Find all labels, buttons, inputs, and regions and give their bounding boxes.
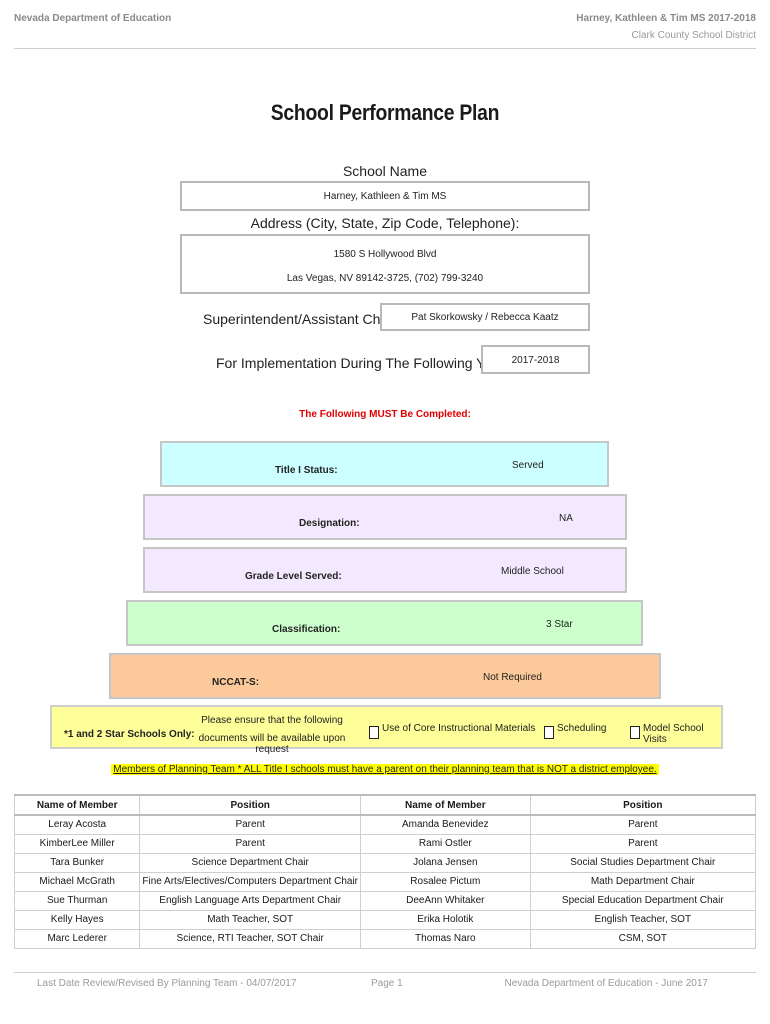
col-header-position-2: Position bbox=[529, 794, 757, 816]
member-name: Amanda Benevidez bbox=[360, 814, 531, 835]
superintendent-value: Pat Skorkowsky / Rebecca Kaatz bbox=[411, 312, 559, 323]
member-name: DeeAnn Whitaker bbox=[360, 890, 531, 911]
tier-title-i-label: Title I Status: bbox=[275, 465, 338, 476]
star-schools-box: *1 and 2 Star Schools Only: Please ensur… bbox=[50, 705, 723, 755]
must-complete-notice: The Following MUST Be Completed: bbox=[299, 409, 471, 420]
school-name-label: School Name bbox=[342, 163, 428, 179]
tier-designation: Designation: NA bbox=[143, 494, 627, 540]
table-row: Leray Acosta Parent Amanda Benevidez Par… bbox=[13, 814, 757, 835]
member-position: Special Education Department Chair bbox=[529, 890, 757, 911]
header-rule bbox=[14, 48, 756, 49]
members-note-text: Members of Planning Team * ALL Title I s… bbox=[111, 764, 659, 775]
member-name: Leray Acosta bbox=[13, 814, 141, 835]
scheduling-checkbox[interactable] bbox=[544, 726, 554, 739]
core-materials-checkbox[interactable] bbox=[369, 726, 379, 739]
member-position: CSM, SOT bbox=[529, 928, 757, 949]
superintendent-field: Pat Skorkowsky / Rebecca Kaatz bbox=[380, 303, 590, 331]
member-name: Erika Holotik bbox=[360, 909, 531, 930]
header-right-title: Harney, Kathleen & Tim MS 2017-2018 bbox=[576, 13, 756, 24]
member-name: Michael McGrath bbox=[13, 871, 141, 892]
member-position: Math Teacher, SOT bbox=[139, 909, 362, 930]
table-row: Michael McGrath Fine Arts/Electives/Comp… bbox=[13, 871, 757, 892]
member-name: Sue Thurman bbox=[13, 890, 141, 911]
member-position: Parent bbox=[529, 833, 757, 854]
core-materials-label: Use of Core Instructional Materials bbox=[382, 723, 536, 734]
member-position: Parent bbox=[529, 814, 757, 835]
col-header-name-1: Name of Member bbox=[13, 794, 141, 816]
tier-title-i: Title I Status: Served bbox=[160, 441, 609, 487]
member-position: Science Department Chair bbox=[139, 852, 362, 873]
scheduling-label: Scheduling bbox=[557, 723, 607, 734]
implementation-field: 2017-2018 bbox=[481, 345, 590, 374]
member-name: KimberLee Miller bbox=[13, 833, 141, 854]
tier-grade-level-label: Grade Level Served: bbox=[245, 571, 342, 582]
members-note: Members of Planning Team * ALL Title I s… bbox=[0, 764, 770, 775]
tier-nccat: NCCAT-S: Not Required bbox=[109, 653, 661, 699]
implementation-label: For Implementation During The Following … bbox=[216, 355, 516, 371]
address-line1: 1580 S Hollywood Blvd bbox=[333, 249, 437, 260]
table-row: Sue Thurman English Language Arts Depart… bbox=[13, 890, 757, 911]
member-position: English Teacher, SOT bbox=[529, 909, 757, 930]
page-title: School Performance Plan bbox=[270, 100, 500, 125]
planning-team-table: Name of Member Position Name of Member P… bbox=[13, 794, 757, 949]
table-header-row: Name of Member Position Name of Member P… bbox=[13, 794, 757, 816]
member-name: Jolana Jensen bbox=[360, 852, 531, 873]
tier-grade-level-value: Middle School bbox=[501, 566, 564, 577]
member-position: Parent bbox=[139, 833, 362, 854]
model-school-visits-label: Model School Visits bbox=[643, 723, 704, 745]
header-right-sub: Clark County School District bbox=[631, 30, 756, 41]
model-school-visits-checkbox[interactable] bbox=[630, 726, 640, 739]
member-name: Thomas Naro bbox=[360, 928, 531, 949]
table-row: Marc Lederer Science, RTI Teacher, SOT C… bbox=[13, 928, 757, 949]
tier-nccat-value: Not Required bbox=[483, 672, 542, 683]
implementation-value: 2017-2018 bbox=[511, 355, 560, 366]
member-name: Tara Bunker bbox=[13, 852, 141, 873]
star-schools-note-line1: Please ensure that the following bbox=[201, 715, 343, 726]
tier-designation-value: NA bbox=[559, 513, 573, 524]
member-position: Social Studies Department Chair bbox=[529, 852, 757, 873]
footer-left: Last Date Review/Revised By Planning Tea… bbox=[37, 978, 297, 989]
member-position: Math Department Chair bbox=[529, 871, 757, 892]
tier-nccat-label: NCCAT-S: bbox=[212, 677, 260, 688]
tier-title-i-value: Served bbox=[512, 460, 544, 471]
header-left: Nevada Department of Education bbox=[14, 13, 172, 24]
table-row: Kelly Hayes Math Teacher, SOT Erika Holo… bbox=[13, 909, 757, 930]
member-position: Parent bbox=[139, 814, 362, 835]
superintendent-label: Superintendent/Assistant Chief: bbox=[203, 311, 400, 327]
address-label: Address (City, State, Zip Code, Telephon… bbox=[250, 215, 520, 231]
member-name: Marc Lederer bbox=[13, 928, 141, 949]
address-line2: Las Vegas, NV 89142-3725, (702) 799-3240 bbox=[286, 273, 484, 284]
school-name-value: Harney, Kathleen & Tim MS bbox=[323, 191, 447, 202]
member-name: Rami Ostler bbox=[360, 833, 531, 854]
member-position: Science, RTI Teacher, SOT Chair bbox=[139, 928, 362, 949]
table-row: KimberLee Miller Parent Rami Ostler Pare… bbox=[13, 833, 757, 854]
address-field: 1580 S Hollywood Blvd Las Vegas, NV 8914… bbox=[180, 234, 590, 294]
footer-rule bbox=[14, 972, 756, 973]
footer-page-number: Page 1 bbox=[371, 978, 403, 989]
member-position: English Language Arts Department Chair bbox=[139, 890, 362, 911]
star-schools-note-line2: documents will be available upon request bbox=[198, 733, 346, 755]
col-header-name-2: Name of Member bbox=[360, 794, 531, 816]
tier-classification-label: Classification: bbox=[272, 624, 341, 635]
school-name-field: Harney, Kathleen & Tim MS bbox=[180, 181, 590, 211]
col-header-position-1: Position bbox=[139, 794, 362, 816]
tier-grade-level: Grade Level Served: Middle School bbox=[143, 547, 627, 593]
table-row: Tara Bunker Science Department Chair Jol… bbox=[13, 852, 757, 873]
member-position: Fine Arts/Electives/Computers Department… bbox=[139, 871, 362, 892]
footer-right: Nevada Department of Education - June 20… bbox=[504, 978, 708, 989]
star-schools-label: *1 and 2 Star Schools Only: bbox=[64, 729, 195, 740]
tier-designation-label: Designation: bbox=[299, 518, 360, 529]
tier-classification-value: 3 Star bbox=[546, 619, 573, 630]
member-name: Kelly Hayes bbox=[13, 909, 141, 930]
member-name: Rosalee Pictum bbox=[360, 871, 531, 892]
tier-classification: Classification: 3 Star bbox=[126, 600, 643, 646]
